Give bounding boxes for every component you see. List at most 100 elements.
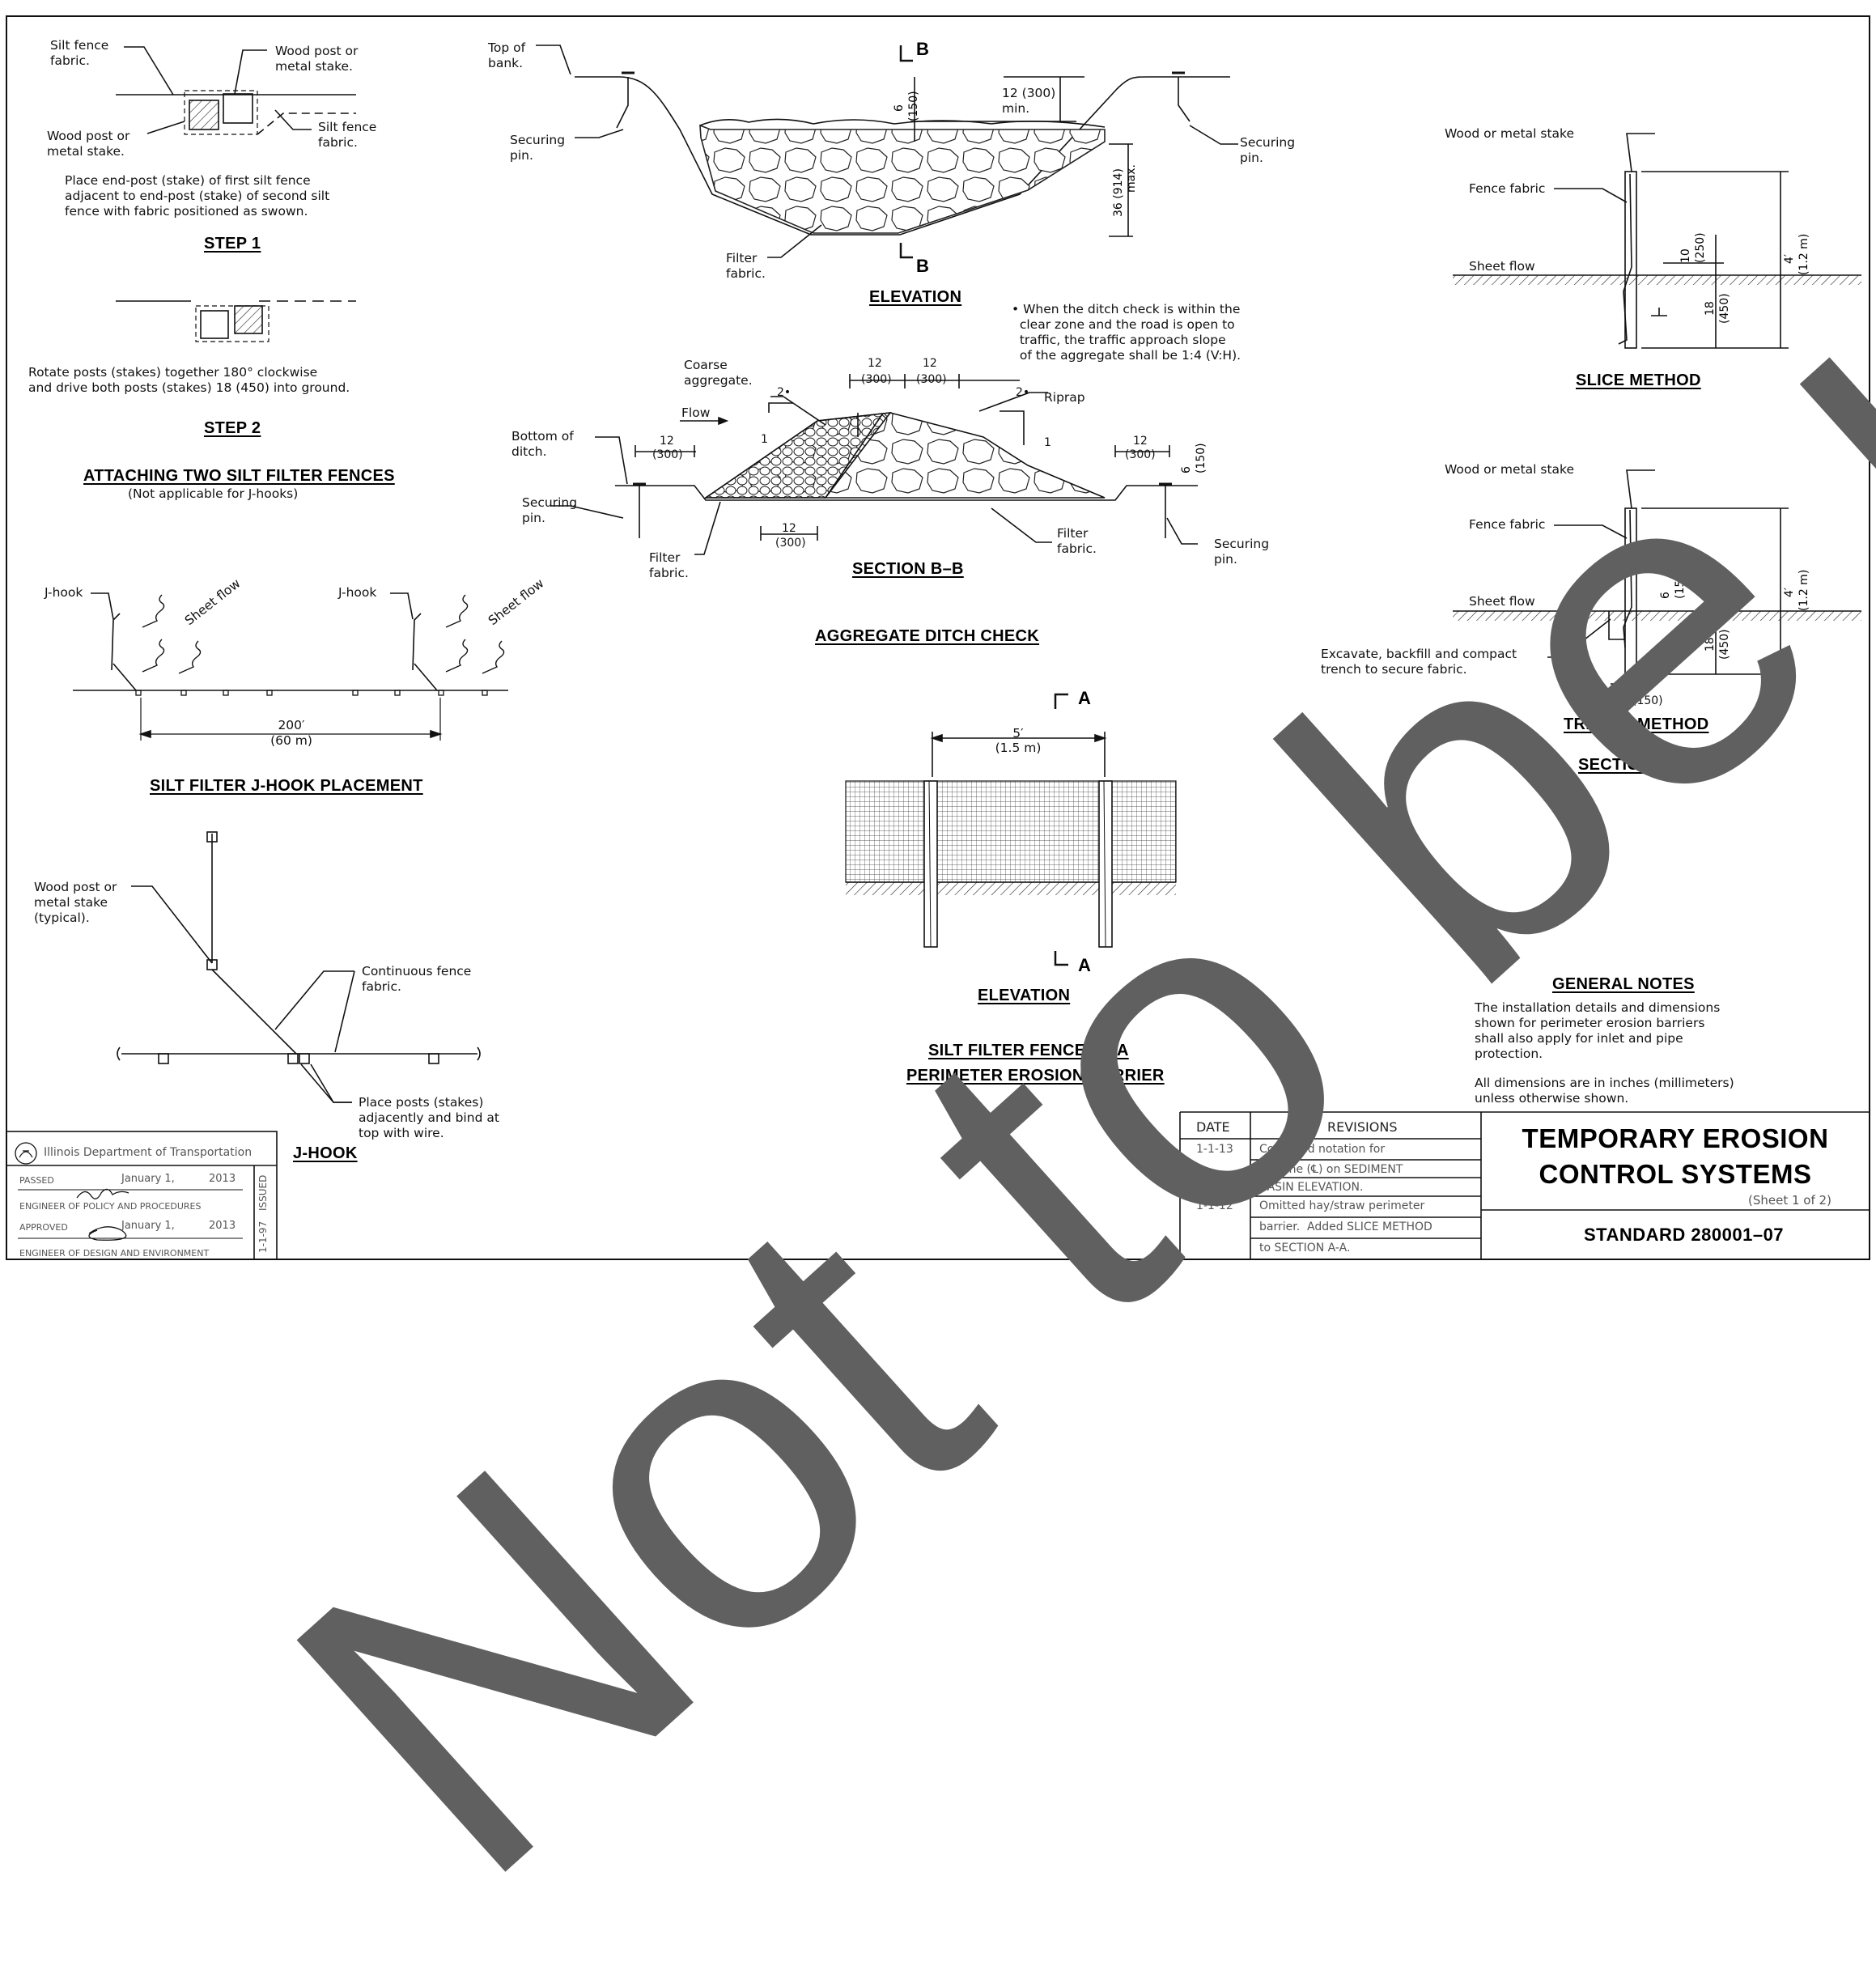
revision-text: Omitted hay/straw perimeter <box>1259 1199 1425 1212</box>
filter-fabric-label: Filter fabric. <box>726 251 766 281</box>
bb-dim-150: (150) <box>1195 443 1208 473</box>
engineer-design-label: ENGINEER OF DESIGN AND ENVIRONMENT <box>19 1248 210 1259</box>
securing-pin-right-label: Securing pin. <box>1240 135 1296 165</box>
trench-sheet-flow-label: Sheet flow <box>1469 594 1535 609</box>
ditch-elevation-heading: ELEVATION <box>869 288 962 306</box>
trench-dim-450: (450) <box>1718 629 1731 660</box>
bottom-of-ditch-label: Bottom of ditch. <box>511 429 574 459</box>
dim-6-metric: (150) <box>907 91 920 121</box>
agency-name: Illinois Department of Transportation <box>44 1146 253 1159</box>
slice-dim-4: 4′ <box>1783 253 1796 264</box>
sheet-number: (Sheet 1 of 2) <box>1748 1193 1831 1208</box>
bb-dim-12-b: 12 <box>923 357 937 370</box>
ditch-note: • When the ditch check is within the cle… <box>1012 302 1241 363</box>
filter-fabric-bb-left: Filter fabric. <box>649 550 689 580</box>
slope-v-left: 1 <box>761 433 768 446</box>
slice-stake-label: Wood or metal stake <box>1445 126 1574 141</box>
dim-36: 36 (914) <box>1112 168 1125 217</box>
section-mark-b-top: B <box>916 39 929 59</box>
bb-dim-12-a: 12 <box>868 357 882 370</box>
top-of-bank-label: Top of bank. <box>488 40 526 70</box>
fence-elevation-heading: ELEVATION <box>978 987 1071 1004</box>
bb-dim-300-c: (300) <box>652 448 683 461</box>
section-bb-heading: SECTION B–B <box>852 560 964 578</box>
revisions-date-header: DATE <box>1196 1119 1230 1135</box>
revision-text: barrier. Added SLICE METHOD <box>1259 1220 1432 1233</box>
slope-v-right: 1 <box>1044 436 1051 449</box>
slope-h-right: 2• <box>1016 386 1030 399</box>
bb-dim-12-e: 12 <box>782 522 796 535</box>
approved-year: 2013 <box>209 1220 236 1232</box>
general-notes-p1: The installation details and dimensions … <box>1475 1000 1721 1061</box>
slice-dim-250: (250) <box>1694 232 1707 263</box>
slice-dim-12m: (1.2 m) <box>1797 233 1810 275</box>
step2-note: Rotate posts (stakes) together 180° cloc… <box>28 365 350 395</box>
bb-dim-12-d: 12 <box>1133 435 1148 448</box>
trench-dim-12m: (1.2 m) <box>1797 569 1810 611</box>
slope-h-left: 2• <box>777 386 792 399</box>
issued-date: 1-1-97 <box>257 1220 269 1253</box>
passed-label: PASSED <box>19 1175 54 1186</box>
continuous-fabric-label: Continuous fence fabric. <box>362 964 472 994</box>
jhook-label-1: J-hook <box>45 585 83 600</box>
bb-dim-300-d: (300) <box>1125 448 1156 461</box>
coarse-aggregate-label: Coarse aggregate. <box>684 358 753 388</box>
jhook-post-label: Wood post or metal stake (typical). <box>34 880 117 925</box>
trench-dim-18: 18 <box>1704 637 1717 652</box>
jhook-dimension: 200′ <box>278 718 305 732</box>
bb-dim-300-a: (300) <box>861 373 892 386</box>
excavate-label: Excavate, backfill and compact trench to… <box>1321 647 1517 677</box>
dim-6: 6 <box>893 104 906 112</box>
fence-dim-metric: (1.5 m) <box>995 741 1042 755</box>
securing-pin-left-label: Securing pin. <box>510 133 566 163</box>
securing-pin-bb-left: Securing pin. <box>522 495 578 525</box>
step2-heading: STEP 2 <box>204 419 261 437</box>
slice-dim-18: 18 <box>1704 301 1717 316</box>
trench-dim-4: 4′ <box>1783 587 1796 597</box>
dim-36-max: max. <box>1125 164 1138 193</box>
general-notes-p2: All dimensions are in inches (millimeter… <box>1475 1076 1734 1106</box>
filter-fabric-bb-right: Filter fabric. <box>1057 526 1097 556</box>
trench-fabric-label: Fence fabric <box>1469 517 1546 532</box>
dim-12-min: min. <box>1002 101 1030 116</box>
trench-dim-150b: (150) <box>1632 694 1663 707</box>
attaching-subheading: (Not applicable for J-hooks) <box>128 486 299 501</box>
slice-heading: SLICE METHOD <box>1576 371 1701 389</box>
revision-date: 1-1-12 <box>1196 1199 1233 1212</box>
step1-note: Place end-post (stake) of first silt fen… <box>65 173 330 219</box>
flow-label: Flow <box>681 405 711 420</box>
step1-heading: STEP 1 <box>204 235 261 253</box>
revisions-header: REVISIONS <box>1327 1119 1398 1135</box>
wood-post-left-label: Wood post or metal stake. <box>47 129 130 159</box>
trench-heading: TRENCH METHOD <box>1564 715 1709 733</box>
bb-dim-300-b: (300) <box>916 373 947 386</box>
passed-date: January 1, <box>121 1173 175 1185</box>
approved-label: APPROVED <box>19 1222 68 1233</box>
bb-dim-6: 6 <box>1180 466 1193 473</box>
section-mark-a-bottom: A <box>1078 955 1091 975</box>
fence-title-line2: PERIMETER EROSION BARRIER <box>906 1067 1165 1085</box>
approved-date: January 1, <box>121 1220 175 1232</box>
sheet-border <box>6 15 1870 1260</box>
silt-fence-fabric-right-label: Silt fence fabric. <box>318 120 377 150</box>
silt-fence-fabric-label: Silt fence fabric. <box>50 38 109 68</box>
trench-dim-6: 6 <box>1659 592 1672 599</box>
jhook-heading: J-HOOK <box>293 1144 358 1162</box>
bb-dim-12-c: 12 <box>660 435 674 448</box>
dim-12: 12 (300) <box>1002 86 1056 100</box>
jhook-label-2: J-hook <box>338 585 377 600</box>
revision-date: 1-1-13 <box>1196 1143 1233 1156</box>
slice-dim-10: 10 <box>1679 248 1692 263</box>
revision-text: to SECTION A-A. <box>1259 1242 1351 1254</box>
revision-text: BASIN ELEVATION. <box>1259 1181 1364 1194</box>
general-notes-heading: GENERAL NOTES <box>1552 975 1695 993</box>
fence-title-line1: SILT FILTER FENCE AS A <box>928 1042 1129 1059</box>
section-mark-b-bottom: B <box>916 256 929 276</box>
bb-dim-300-e: (300) <box>775 537 806 550</box>
fence-dim: 5′ <box>1012 726 1024 741</box>
trench-dim-6b: 6 <box>1640 681 1648 694</box>
slice-sheet-flow-label: Sheet flow <box>1469 259 1535 274</box>
issued-label: ISSUED <box>257 1174 269 1211</box>
engineer-policy-label: ENGINEER OF POLICY AND PROCEDURES <box>19 1201 202 1212</box>
trench-dim-150: (150) <box>1674 568 1687 599</box>
